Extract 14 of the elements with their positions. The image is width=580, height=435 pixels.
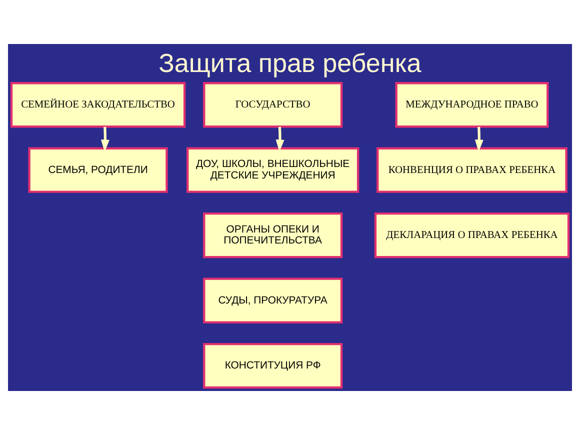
- arrow: [100, 126, 110, 152]
- node-box: МЕЖДУНАРОДНОЕ ПРАВО: [395, 82, 549, 128]
- arrow: [474, 126, 484, 152]
- node-box: СЕМЕЙНОЕ ЗАКОДАТЕЛЬСТВО: [10, 82, 186, 128]
- node-box: ГОСУДАРСТВО: [203, 82, 343, 128]
- node-box: СЕМЬЯ, РОДИТЕЛИ: [28, 147, 168, 193]
- node-box: СУДЫ, ПРОКУРАТУРА: [203, 278, 343, 324]
- arrow: [276, 126, 284, 152]
- node-box: КОНСТИТУЦИЯ РФ: [203, 342, 343, 389]
- node-box: ДОУ, ШКОЛЫ, ВНЕШКОЛЬНЫЕ ДЕТСКИЕ УЧРЕЖДЕНИЯ: [186, 147, 360, 193]
- node-box: ДЕКЛАРАЦИЯ О ПРАВАХ РЕБЕНКА: [374, 212, 570, 258]
- node-box: КОНВЕНЦИЯ О ПРАВАХ РЕБЕНКА: [376, 147, 568, 193]
- diagram-title: Защита прав ребенка: [158, 48, 422, 78]
- node-box: ОРГАНЫ ОПЕКИ И ПОПЕЧИТЕЛЬСТВА: [203, 212, 343, 258]
